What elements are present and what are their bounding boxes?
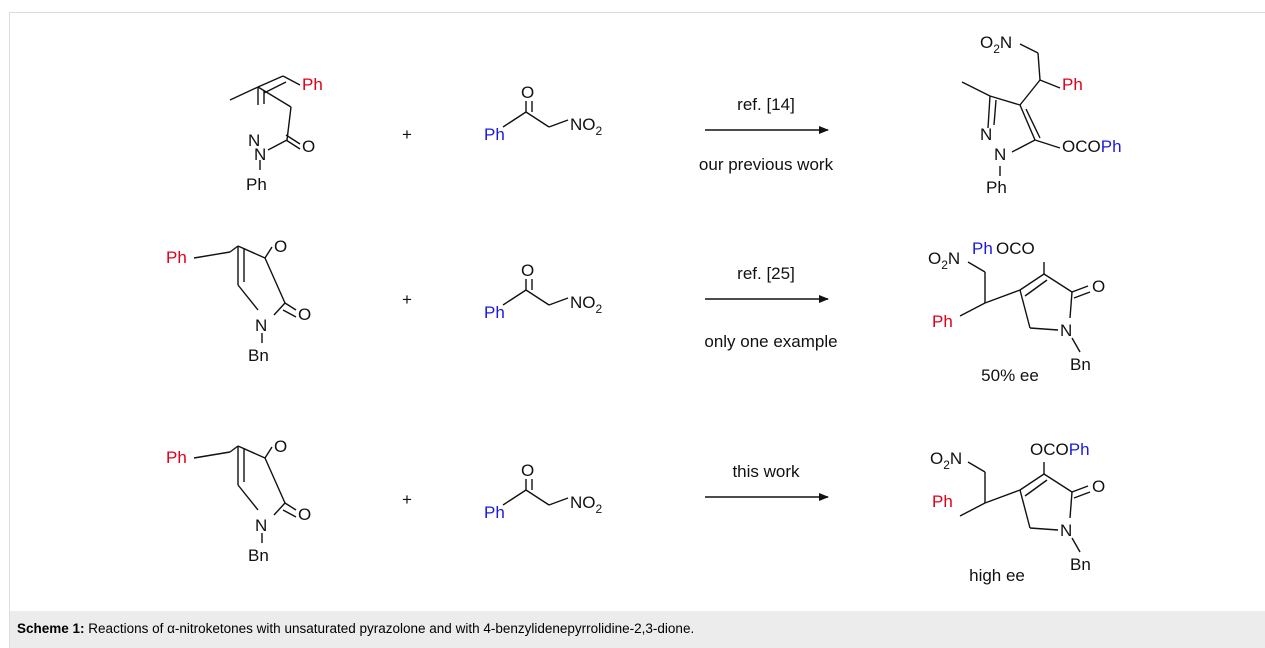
reaction-scheme: N N O Ph Ph + Ph O NO2 ref. [14] our pre… xyxy=(166,33,1122,585)
atom-N: N xyxy=(255,516,267,535)
atom-O: O xyxy=(302,137,315,156)
atom-N2: N xyxy=(994,145,1006,164)
atom-Ph-red: Ph xyxy=(302,75,323,94)
row1-arrow-bottom-label: our previous work xyxy=(699,155,834,174)
ester-group: OCO xyxy=(996,239,1035,258)
atom-O: O xyxy=(274,437,287,456)
atom-Bn: Bn xyxy=(1070,355,1091,374)
row2-pyrrolidinedione-reactant: Ph O O N Bn xyxy=(166,237,311,365)
row3-nitroketone: Ph O NO2 xyxy=(484,461,603,522)
ester-group: OCOPh xyxy=(1030,440,1090,459)
atom-O: O xyxy=(298,505,311,524)
row3-pyrrolidinedione-reactant: Ph O O N Bn xyxy=(166,437,311,565)
atom-O: O xyxy=(521,261,534,280)
atom-Ph-red: Ph xyxy=(166,248,187,267)
plus-sign: + xyxy=(402,490,412,509)
atom-Ph-N: Ph xyxy=(986,178,1007,197)
atom-Ph-blue: Ph xyxy=(484,125,505,144)
atom-N: N xyxy=(1060,521,1072,540)
atom-N1: N xyxy=(980,125,992,144)
figure-frame xyxy=(9,12,1265,648)
atom-O: O xyxy=(274,237,287,256)
nitro-group: O2N xyxy=(930,449,962,472)
atom-O: O xyxy=(298,305,311,324)
nitro-group: NO2 xyxy=(570,493,603,516)
atom-N1: N xyxy=(248,131,260,150)
atom-O: O xyxy=(1092,277,1105,296)
methyl-bond xyxy=(229,86,259,101)
nitro-group: O2N xyxy=(980,33,1012,56)
row3-product-note: high ee xyxy=(969,566,1025,585)
row1-nitroketone: Ph O NO2 xyxy=(484,83,603,144)
caption-text: Reactions of α-nitroketones with unsatur… xyxy=(84,621,695,636)
atom-Ph-blue: Ph xyxy=(972,239,993,258)
atom-Ph-red: Ph xyxy=(932,492,953,511)
atom-Ph-blue: Ph xyxy=(484,503,505,522)
caption-label: Scheme 1: xyxy=(17,621,85,636)
row1-arrow-top-label: ref. [14] xyxy=(737,95,795,114)
atom-Ph-red: Ph xyxy=(166,448,187,467)
atom-O: O xyxy=(1092,477,1105,496)
nitro-group: O2N xyxy=(928,249,960,272)
row3-arrow-top-label: this work xyxy=(732,462,800,481)
row2-nitroketone: Ph O NO2 xyxy=(484,261,603,322)
plus-sign: + xyxy=(402,290,412,309)
atom-Ph-red: Ph xyxy=(1062,75,1083,94)
atom-Bn: Bn xyxy=(1070,555,1091,574)
atom-O: O xyxy=(521,461,534,480)
atom-N: N xyxy=(255,316,267,335)
row1-product: O2N Ph OCOPh N N Ph xyxy=(961,33,1122,197)
row1-pyrazolone-reactant: N N O Ph Ph xyxy=(229,75,323,194)
atom-Bn: Bn xyxy=(248,546,269,565)
atom-N2: N xyxy=(254,145,266,164)
atom-O: O xyxy=(521,83,534,102)
row2-product: O2N Ph OCO Ph O N Bn 50% ee xyxy=(928,239,1105,385)
row2-arrow-top-label: ref. [25] xyxy=(737,264,795,283)
row3-product: O2N Ph OCOPh O N Bn high ee xyxy=(930,440,1105,585)
figure-caption: Scheme 1: Reactions of α-nitroketones wi… xyxy=(10,611,1265,648)
row2-product-note: 50% ee xyxy=(981,366,1039,385)
atom-Bn: Bn xyxy=(248,346,269,365)
row2-arrow-bottom-label: only one example xyxy=(704,332,837,351)
atom-N: N xyxy=(1060,321,1072,340)
atom-Ph-blue: Ph xyxy=(484,303,505,322)
atom-Ph-red: Ph xyxy=(932,312,953,331)
atom-Ph-N: Ph xyxy=(246,175,267,194)
nitro-group: NO2 xyxy=(570,115,603,138)
plus-sign: + xyxy=(402,125,412,144)
nitro-group: NO2 xyxy=(570,293,603,316)
ester-group: OCOPh xyxy=(1062,137,1122,156)
